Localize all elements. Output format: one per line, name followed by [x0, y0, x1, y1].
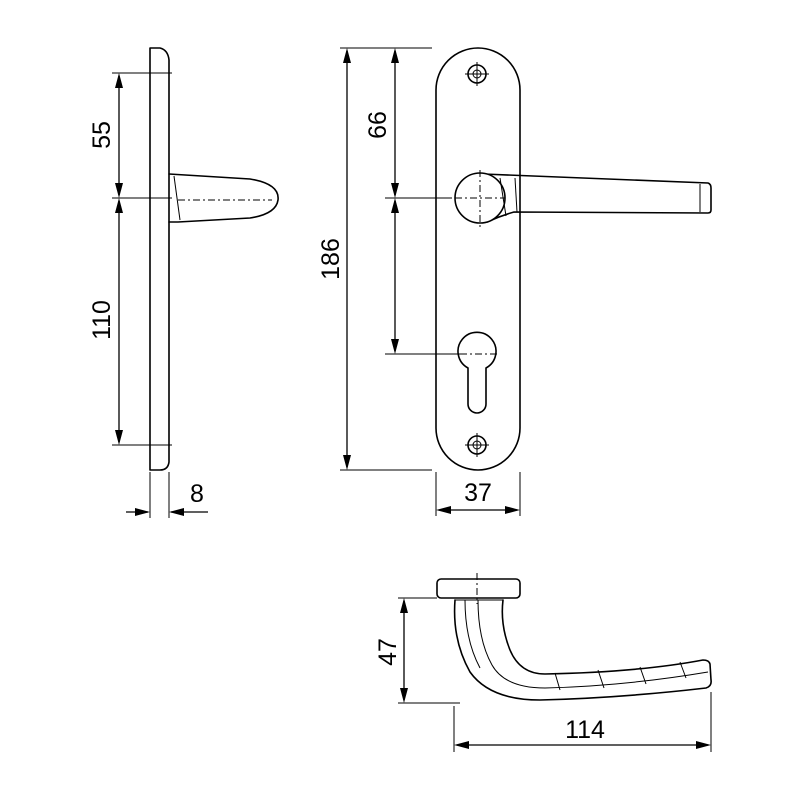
- dim-label-114: 114: [565, 716, 605, 744]
- dim-handle-to-top: 66: [364, 48, 399, 198]
- top-lever-inner: [477, 599, 709, 689]
- front-view: 186 66 37: [317, 47, 712, 516]
- dim-plate-width: 37: [436, 479, 520, 514]
- top-view: 47 114: [374, 573, 712, 752]
- dim-total-height: 186: [317, 48, 351, 470]
- side-lever-outline: [168, 173, 279, 223]
- top-lever-outer: [453, 599, 712, 701]
- side-plate-outline: [149, 47, 170, 471]
- dim-thickness: 8: [126, 480, 208, 516]
- cylinder-keyhole: [457, 331, 497, 414]
- dim-label-186: 186: [317, 238, 345, 280]
- dim-side-lower: 110: [88, 198, 123, 445]
- dim-label-55: 55: [88, 121, 116, 149]
- dim-center-distance: [391, 198, 399, 354]
- dim-label-8: 8: [190, 480, 204, 508]
- dim-label-66: 66: [364, 111, 392, 139]
- dim-side-upper: 55: [88, 73, 123, 198]
- dim-label-37: 37: [464, 479, 492, 507]
- dim-lever-height: 47: [374, 598, 408, 703]
- front-plate-outline: [435, 47, 521, 471]
- top-rose-outline: [436, 578, 521, 599]
- bottom-screw: [465, 433, 489, 457]
- dim-label-110: 110: [88, 300, 116, 340]
- top-screw: [465, 62, 489, 86]
- side-view: 55 110 8: [88, 47, 279, 518]
- dim-label-47: 47: [374, 638, 402, 666]
- front-lever-outline: [482, 173, 712, 223]
- dim-lever-length: 114: [454, 716, 711, 749]
